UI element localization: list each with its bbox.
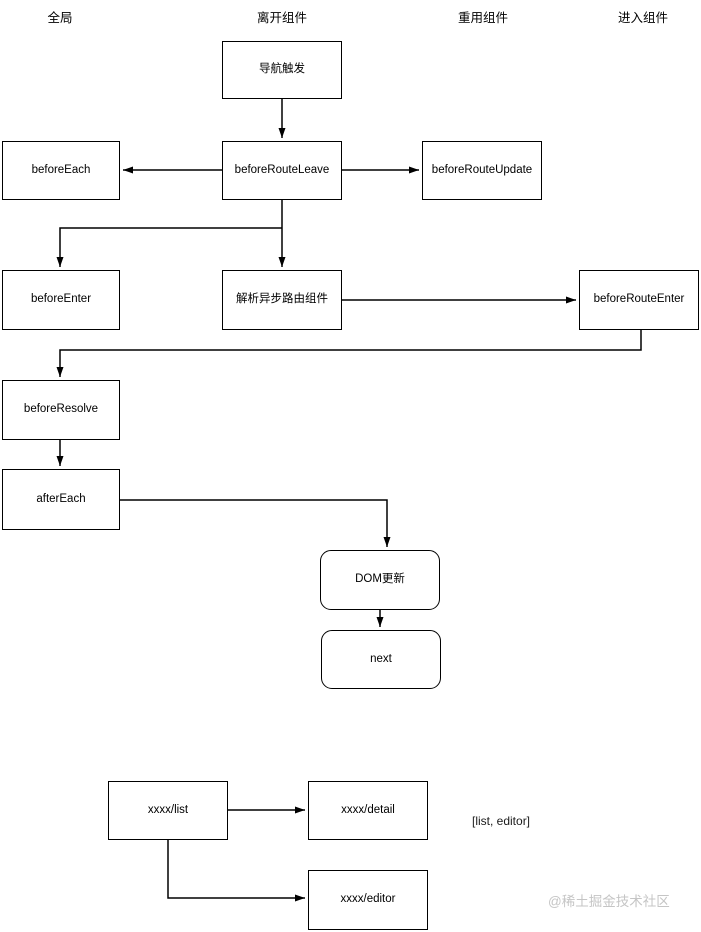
- route-components-annotation: [list, editor]: [472, 814, 531, 828]
- node-before-resolve: beforeResolve: [2, 380, 120, 440]
- column-header-leaving-component: 离开组件: [256, 11, 308, 25]
- node-before-route-leave: beforeRouteLeave: [222, 141, 342, 200]
- node-before-enter: beforeEnter: [2, 270, 120, 330]
- node-route-list: xxxx/list: [108, 781, 228, 840]
- node-before-route-enter: beforeRouteEnter: [579, 270, 699, 330]
- node-before-each: beforeEach: [2, 141, 120, 200]
- node-resolve-async-components: 解析异步路由组件: [222, 270, 342, 330]
- node-after-each: afterEach: [2, 469, 120, 530]
- column-header-entering-component: 进入组件: [617, 11, 669, 25]
- node-route-editor: xxxx/editor: [308, 870, 428, 930]
- node-dom-update: DOM更新: [320, 550, 440, 610]
- column-header-global: 全局: [47, 11, 73, 25]
- watermark-text: @稀土掘金技术社区: [548, 894, 670, 909]
- node-route-detail: xxxx/detail: [308, 781, 428, 840]
- node-before-route-update: beforeRouteUpdate: [422, 141, 542, 200]
- node-nav-trigger: 导航触发: [222, 41, 342, 99]
- node-next: next: [321, 630, 441, 689]
- column-header-reused-component: 重用组件: [457, 11, 509, 25]
